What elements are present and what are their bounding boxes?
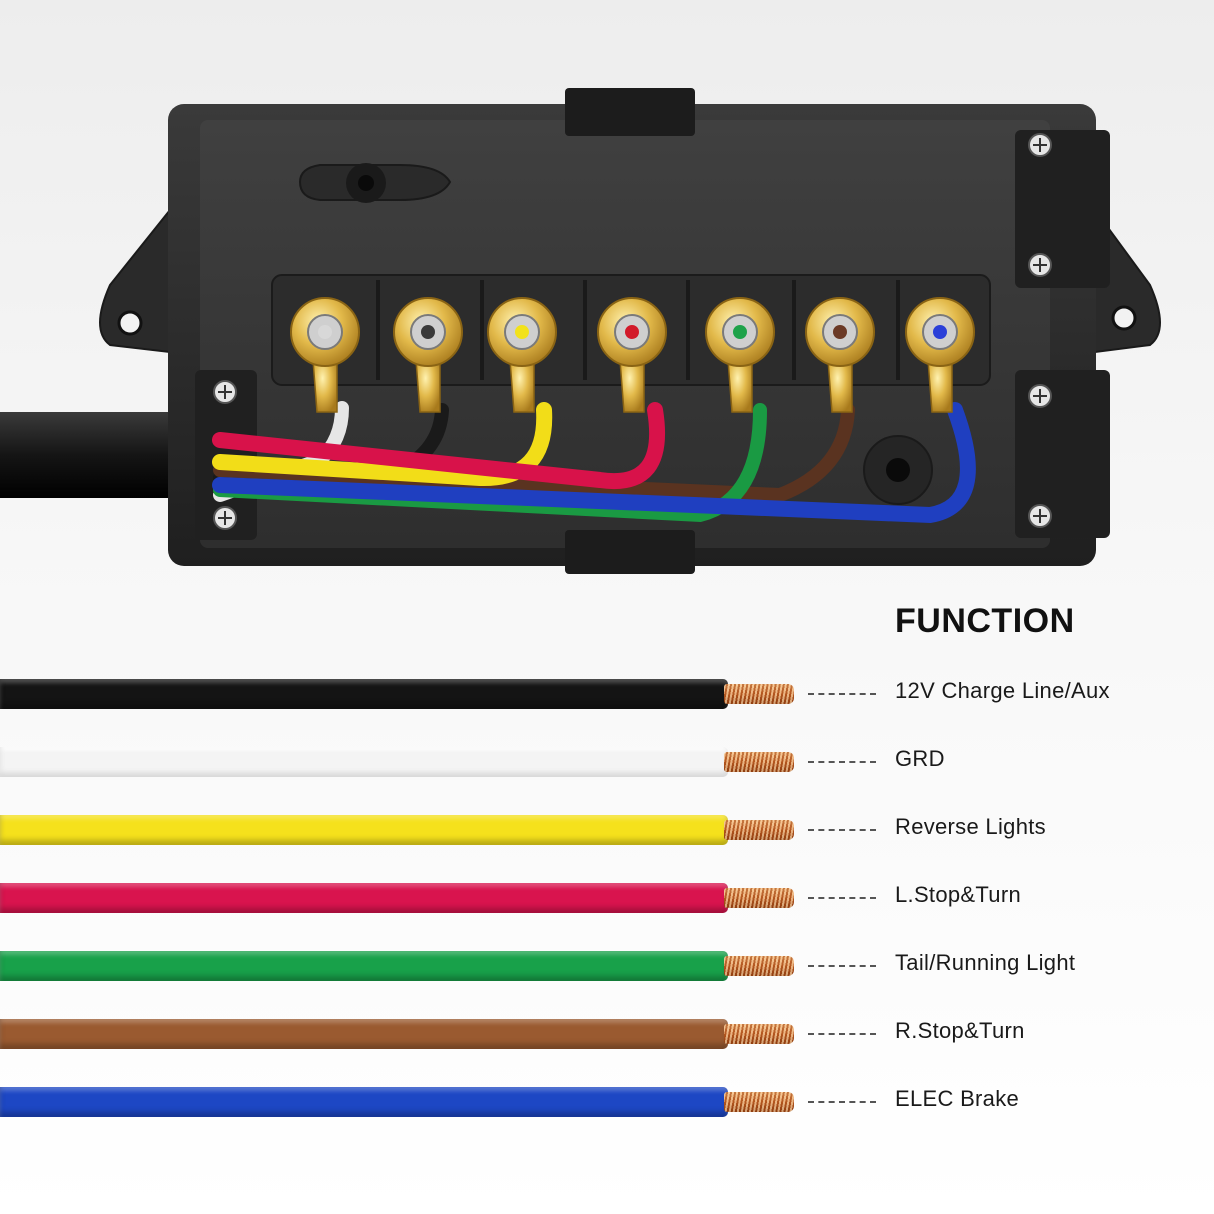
wire-row: Tail/Running Light: [0, 948, 1214, 984]
bottom-clip: [565, 530, 695, 574]
wire-function-label: Reverse Lights: [895, 814, 1046, 839]
wire-row: R.Stop&Turn: [0, 1016, 1214, 1052]
internal-wire-white: [213, 401, 349, 502]
wire-insulation: [0, 1087, 728, 1117]
terminal-color-dot: [421, 325, 435, 339]
terminal-lug: [805, 297, 875, 413]
wire-copper-strand: [724, 1024, 794, 1044]
wire-function-label: ELEC Brake: [895, 1086, 1020, 1111]
terminal-color-dot: [515, 325, 529, 339]
wire-row: L.Stop&Turn: [0, 880, 1214, 916]
wire-insulation: [0, 1019, 728, 1049]
top-clip: [565, 88, 695, 136]
main-cable: [0, 412, 200, 498]
mount-boss-hole-inner: [358, 175, 374, 191]
terminal-lug: [597, 297, 667, 413]
terminal-lug: [290, 297, 360, 413]
lower-mount-hole: [886, 458, 910, 482]
wire-row: 12V Charge Line/Aux: [0, 676, 1214, 712]
wire-function-label: L.Stop&Turn: [895, 882, 1021, 907]
terminal-lugs: [290, 297, 975, 413]
terminal-dividers: [376, 280, 900, 380]
terminal-lug: [705, 297, 775, 413]
internal-wires: [212, 401, 976, 524]
leader-line: [808, 761, 876, 763]
left-mount-hole: [117, 310, 143, 336]
leader-line: [808, 693, 876, 695]
terminal-lug: [905, 297, 975, 413]
leader-line: [808, 1101, 876, 1103]
function-title: FUNCTION: [895, 602, 1075, 640]
screw-icon: [1028, 384, 1052, 408]
wire-copper-strand: [724, 1092, 794, 1112]
terminal-color-dot: [318, 325, 332, 339]
right-mount-hole: [1111, 305, 1137, 331]
terminal-color-dot: [733, 325, 747, 339]
right-clamp-top: [1015, 130, 1110, 288]
terminal-color-dot: [833, 325, 847, 339]
leader-line: [808, 897, 876, 899]
junction-box-illustration: [0, 88, 1161, 574]
left-mounting-flange: [99, 207, 171, 354]
wire-row: Reverse Lights: [0, 812, 1214, 848]
terminal-color-dot: [625, 325, 639, 339]
wire-function-label: GRD: [895, 746, 945, 771]
wire-function-label: Tail/Running Light: [895, 950, 1076, 975]
terminal-color-dot: [933, 325, 947, 339]
right-mounting-flange: [1094, 206, 1161, 354]
leader-line: [808, 829, 876, 831]
screw-icon: [1028, 253, 1052, 277]
leader-line: [808, 965, 876, 967]
wire-copper-strand: [724, 956, 794, 976]
wire-insulation: [0, 747, 728, 777]
wire-function-label: 12V Charge Line/Aux: [895, 678, 1110, 703]
wire-copper-strand: [724, 820, 794, 840]
wire-function-label: R.Stop&Turn: [895, 1018, 1025, 1043]
terminal-lug: [393, 297, 463, 413]
wire-copper-strand: [724, 684, 794, 704]
wire-insulation: [0, 883, 728, 913]
wire-insulation: [0, 951, 728, 981]
internal-wire-blue: [212, 402, 976, 524]
wire-row: GRD: [0, 744, 1214, 780]
screw-icon: [213, 380, 237, 404]
internal-wire-brown: [213, 403, 855, 503]
screw-icon: [1028, 133, 1052, 157]
wire-insulation: [0, 815, 728, 845]
wire-copper-strand: [724, 752, 794, 772]
wire-insulation: [0, 679, 728, 709]
wire-row: ELEC Brake: [0, 1084, 1214, 1120]
leader-line: [808, 1033, 876, 1035]
screw-icon: [213, 506, 237, 530]
wire-copper-strand: [724, 888, 794, 908]
screw-icon: [1028, 504, 1052, 528]
internal-wire-red: [212, 402, 666, 490]
right-clamp-bottom: [1015, 370, 1110, 538]
terminal-lug: [487, 297, 557, 413]
